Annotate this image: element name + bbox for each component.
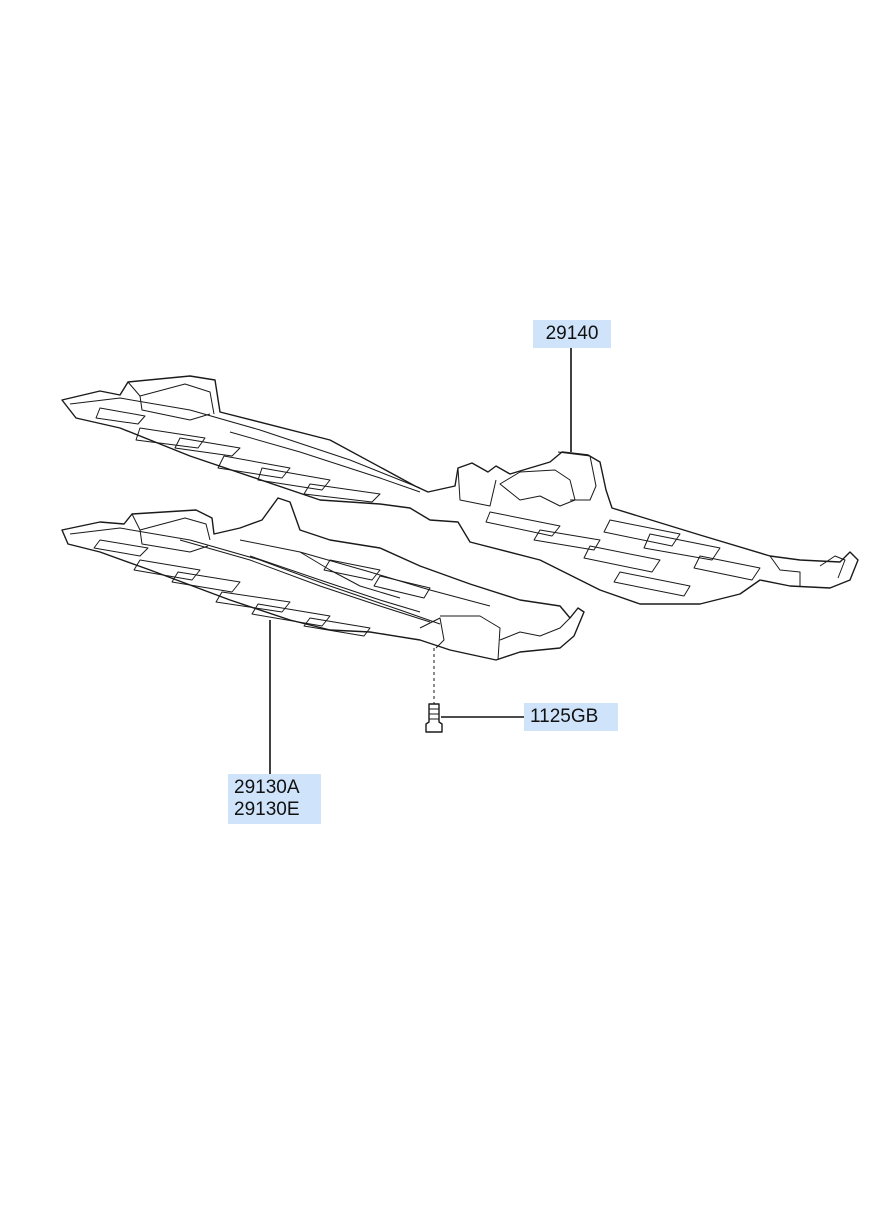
leader-lines bbox=[269, 348, 572, 774]
part-number-1125gb: 1125GB bbox=[530, 706, 599, 727]
rear-under-cover-drawing bbox=[61, 375, 859, 605]
bolt-drawing bbox=[425, 648, 443, 733]
part-number-29130a: 29130A bbox=[234, 777, 300, 798]
front-under-cover-drawing bbox=[61, 497, 585, 661]
part-number-29130e: 29130E bbox=[234, 799, 300, 820]
part-number-29140: 29140 bbox=[545, 323, 599, 344]
part-label-29140[interactable]: 29140 bbox=[533, 320, 611, 348]
part-label-1125gb[interactable]: 1125GB bbox=[524, 703, 618, 731]
part-label-29130[interactable]: 29130A 29130E bbox=[228, 774, 321, 824]
